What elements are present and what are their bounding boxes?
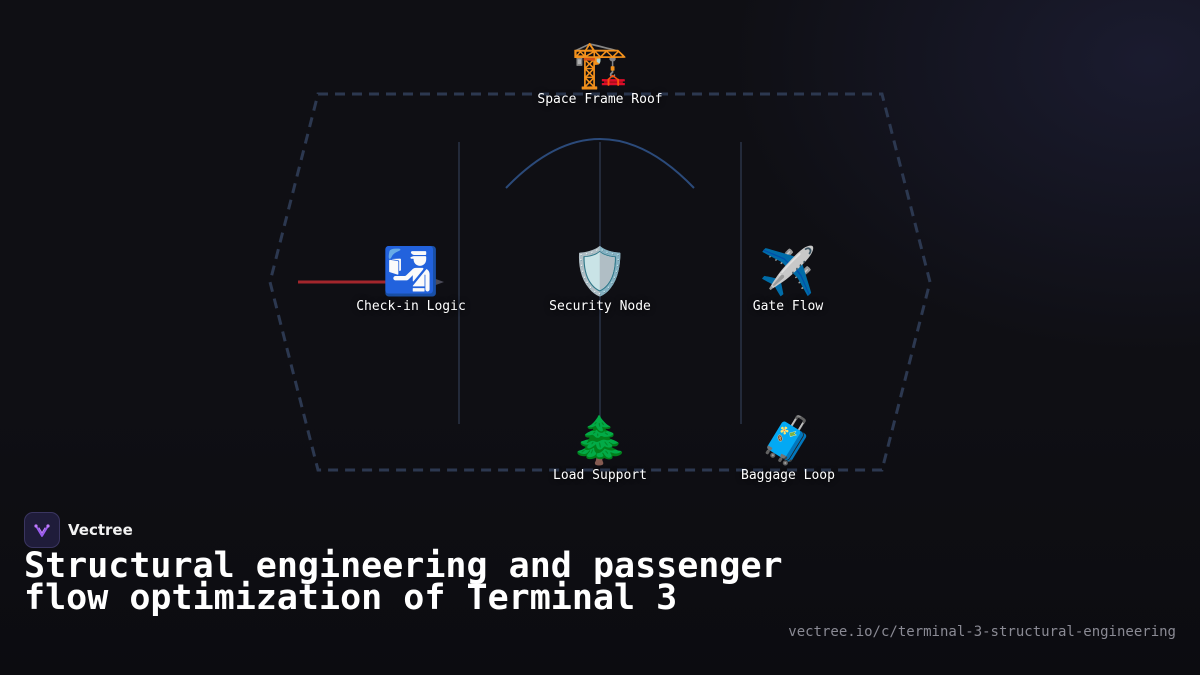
node-baggage-loop: 🧳 Baggage Loop: [688, 414, 888, 484]
node-label: Check-in Logic: [356, 299, 466, 314]
vectree-logo-icon: [24, 512, 60, 548]
node-label: Space Frame Roof: [537, 92, 663, 107]
brand-name: Vectree: [68, 521, 133, 539]
terminal-hexagon-outline: [268, 92, 932, 472]
brand[interactable]: Vectree: [24, 512, 133, 548]
roof-arch: [505, 138, 695, 189]
shield-icon: 🛡️: [571, 244, 629, 298]
source-url[interactable]: vectree.io/c/terminal-3-structural-engin…: [788, 624, 1176, 640]
passport-control-icon: 🛂: [382, 244, 440, 298]
construction-crane-icon: 🏗️: [571, 37, 629, 91]
node-label: Gate Flow: [752, 299, 824, 314]
flow-arrow-head: [422, 274, 444, 290]
node-security-node: 🛡️ Security Node: [500, 245, 700, 315]
node-load-support: 🌲 Load Support: [500, 414, 700, 484]
node-gate-flow: ✈️ Gate Flow: [688, 245, 888, 315]
node-label: Security Node: [549, 299, 651, 314]
evergreen-tree-icon: 🌲: [571, 413, 629, 467]
luggage-icon: 🧳: [759, 413, 817, 467]
node-check-in-logic: 🛂 Check-in Logic: [311, 245, 511, 315]
node-label: Load Support: [553, 468, 647, 483]
node-label: Baggage Loop: [741, 468, 835, 483]
page-title: Structural engineering and passenger flo…: [24, 546, 783, 618]
node-space-frame-roof: 🏗️ Space Frame Roof: [500, 38, 700, 108]
airplane-icon: ✈️: [759, 244, 817, 298]
